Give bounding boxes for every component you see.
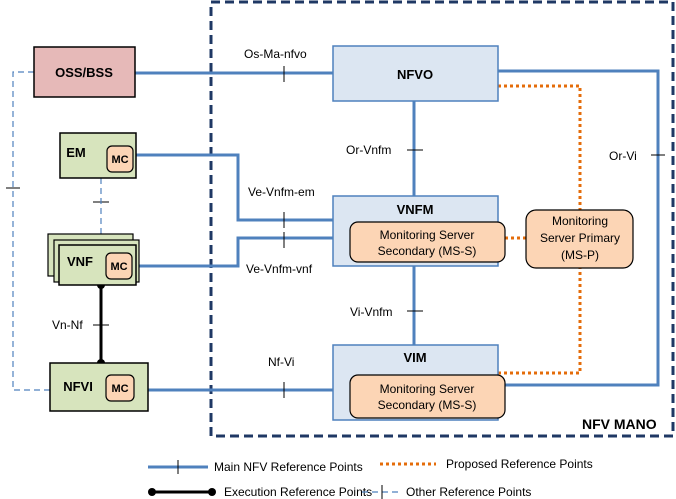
- vi-vnfm-label: Vi-Vnfm: [350, 305, 392, 319]
- nfvi-mc-label: MC: [111, 383, 128, 395]
- vnfm-label: VNFM: [397, 202, 434, 217]
- vnf-mc-label: MC: [110, 261, 127, 273]
- vnfm-ms-line1: Monitoring Server: [380, 228, 475, 242]
- vim-ms-line2: Secondary (MS-S): [378, 398, 477, 412]
- ve-vnfm-vnf-line: [136, 236, 333, 268]
- ms-p-box: Monitoring Server Primary (MS-P): [525, 209, 634, 269]
- nfvo-box: NFVO: [332, 45, 499, 102]
- msp-line1: Monitoring: [552, 214, 608, 228]
- ve-vnfm-em-label: Ve-Vnfm-em: [248, 185, 315, 199]
- legend: Main NFV Reference Points Proposed Refer…: [148, 457, 593, 499]
- mano-boundary: [209, 0, 675, 438]
- proposed-reference-lines: [498, 84, 582, 375]
- mano-label: NFV MANO: [582, 416, 657, 432]
- nfvo-msp-line: [498, 84, 582, 210]
- nfvo-label: NFVO: [397, 67, 433, 82]
- nfvi-label: NFVI: [63, 379, 93, 394]
- oss-nfvi-line: [12, 71, 50, 391]
- vn-nf-label: Vn-Nf: [52, 318, 83, 332]
- nf-vi-label: Nf-Vi: [268, 355, 294, 369]
- or-vi-line: [498, 69, 660, 387]
- em-label: EM: [66, 145, 86, 160]
- ve-vnfm-vnf-label: Ve-Vnfm-vnf: [246, 262, 313, 276]
- vim-msp-line: [498, 268, 582, 375]
- legend-execution: Execution Reference Points: [224, 485, 372, 499]
- vim-box: VIM Monitoring Server Secondary (MS-S): [332, 344, 506, 421]
- execution-reference-line: [97, 281, 105, 367]
- or-vi-label: Or-Vi: [609, 149, 637, 163]
- oss-bss-box: OSS/BSS: [33, 46, 136, 98]
- vnf-stack: VNF MC: [47, 233, 140, 286]
- reference-ticks: [6, 66, 665, 398]
- vnfm-ms-line2: Secondary (MS-S): [378, 244, 477, 258]
- legend-other: Other Reference Points: [406, 485, 531, 499]
- msp-line3: (MS-P): [561, 248, 599, 262]
- em-mc-label: MC: [111, 154, 128, 166]
- other-reference-lines: [12, 71, 102, 391]
- legend-main: Main NFV Reference Points: [214, 460, 363, 474]
- vim-ms-line1: Monitoring Server: [380, 382, 475, 396]
- ve-vnfm-em-line: [136, 153, 333, 222]
- legend-proposed: Proposed Reference Points: [446, 457, 593, 471]
- main-reference-lines: [135, 69, 660, 392]
- os-ma-nfvo-label: Os-Ma-nfvo: [244, 47, 307, 61]
- vnfm-box: VNFM Monitoring Server Secondary (MS-S): [332, 195, 506, 267]
- nfvi-box: NFVI MC: [49, 362, 149, 412]
- msp-line2: Server Primary: [540, 231, 620, 245]
- or-vnfm-label: Or-Vnfm: [346, 143, 391, 157]
- oss-bss-label: OSS/BSS: [55, 65, 113, 80]
- vim-label: VIM: [403, 350, 426, 365]
- em-box: EM MC: [59, 132, 137, 179]
- vnf-label: VNF: [67, 254, 93, 269]
